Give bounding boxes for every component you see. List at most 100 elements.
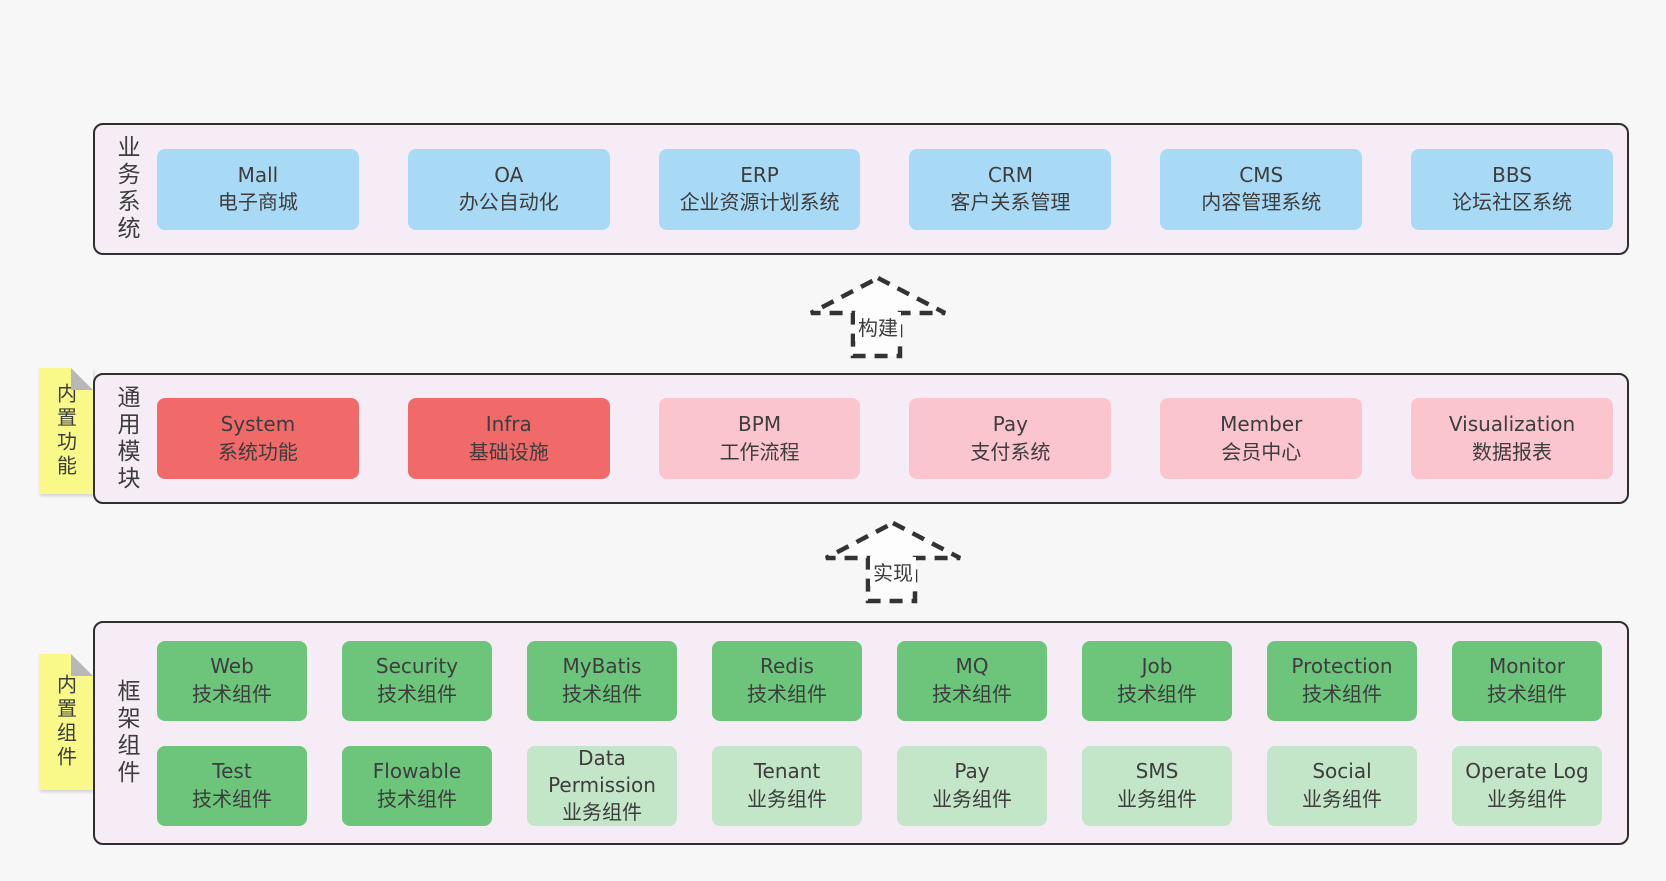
box-title: MQ	[955, 654, 989, 679]
box-subtitle: 技术组件	[377, 681, 457, 706]
arrow-build-label: 构建	[855, 312, 901, 341]
box-title: Mall	[237, 162, 279, 187]
box-title: Redis	[760, 654, 814, 679]
band-label-framework-components: 框架组件	[113, 679, 139, 787]
box-subtitle: 技术组件	[192, 681, 272, 706]
box-title: BBS	[1492, 162, 1532, 187]
box-subtitle: 技术组件	[562, 681, 642, 706]
box-subtitle: 内容管理系统	[1201, 190, 1322, 214]
box-title: Security	[375, 654, 459, 679]
box-subtitle: 技术组件	[1302, 681, 1382, 706]
box-title: Tenant	[753, 759, 821, 784]
box-title: Social	[1312, 759, 1372, 784]
box-subtitle: 技术组件	[377, 786, 457, 811]
box-title: CMS	[1239, 162, 1284, 187]
box-subtitle: 客户关系管理	[950, 190, 1071, 214]
box-subtitle: 办公自动化	[458, 190, 559, 214]
box-title: Infra	[485, 412, 532, 437]
box-subtitle: 会员中心	[1221, 439, 1302, 464]
box-subtitle: 企业资源计划系统	[679, 190, 840, 214]
box-title: Flowable	[372, 759, 462, 784]
box-title: Operate Log	[1465, 759, 1589, 784]
box-oa: OA 办公自动化	[407, 148, 610, 230]
box-subtitle: 技术组件	[932, 681, 1012, 706]
box-subtitle: 基础设施	[468, 439, 549, 464]
box-subtitle: 系统功能	[217, 439, 298, 464]
box-title: Pay	[992, 412, 1029, 437]
box-title: Visualization	[1448, 412, 1576, 437]
box-subtitle: 技术组件	[1117, 681, 1197, 706]
box-mall: Mall 电子商城	[157, 148, 359, 230]
box-title: Test	[212, 759, 252, 784]
box-title: ERP	[740, 162, 779, 187]
sticky-note-built-in-components: 内置组件	[39, 654, 93, 790]
band-label-common-modules: 通用模块	[113, 384, 139, 493]
box-title: Job	[1141, 654, 1173, 679]
box-title: Pay	[954, 759, 990, 784]
box-subtitle: 工作流程	[719, 439, 800, 464]
box-data-permission: Data Permission 业务组件	[527, 745, 677, 826]
box-title: BPM	[738, 412, 782, 437]
box-title: Member	[1220, 412, 1303, 437]
box-subtitle: 业务组件	[1302, 786, 1382, 811]
arrow-implement-label: 实现	[870, 557, 916, 586]
box-subtitle: 业务组件	[747, 786, 827, 811]
band-business-systems: 业务系统 Mall 电子商城 OA 办公自动化 ERP 企业资源计划系统 CRM 客户关系管理…	[93, 123, 1629, 255]
box-subtitle: 业务组件	[562, 800, 642, 825]
box-subtitle: 技术组件	[192, 786, 272, 811]
box-subtitle: 业务组件	[932, 786, 1012, 811]
sticky-note-text: 内置组件	[53, 674, 78, 770]
box-subtitle: 电子商城	[217, 190, 298, 214]
box-title: Protection	[1291, 654, 1393, 679]
box-subtitle: 技术组件	[747, 681, 827, 706]
box-cms: CMS 内容管理系统	[1160, 148, 1363, 230]
box-title: MyBatis	[562, 654, 642, 679]
box-crm: CRM 客户关系管理	[909, 148, 1112, 230]
box-title: Monitor	[1488, 654, 1566, 679]
box-erp: ERP 企业资源计划系统	[658, 148, 861, 230]
box-title: OA	[494, 162, 524, 187]
band-label-business-systems: 业务系统	[113, 135, 139, 243]
band-row: Mall 电子商城 OA 办公自动化 ERP 企业资源计划系统 CRM 客户关系管理 CMS 内容…	[157, 148, 1613, 230]
sticky-note-text: 内置功能	[53, 383, 78, 479]
box-title: System	[220, 412, 296, 437]
box-title: Data Permission	[548, 745, 656, 797]
box-title: Web	[210, 654, 254, 679]
box-subtitle: 数据报表	[1472, 439, 1553, 464]
box-subtitle: 业务组件	[1487, 786, 1567, 811]
arrow-build: 构建	[808, 275, 948, 359]
box-subtitle: 支付系统	[970, 439, 1051, 464]
box-title: CRM	[987, 162, 1033, 187]
sticky-note-built-in-features: 内置功能	[39, 368, 93, 494]
box-subtitle: 技术组件	[1487, 681, 1567, 706]
